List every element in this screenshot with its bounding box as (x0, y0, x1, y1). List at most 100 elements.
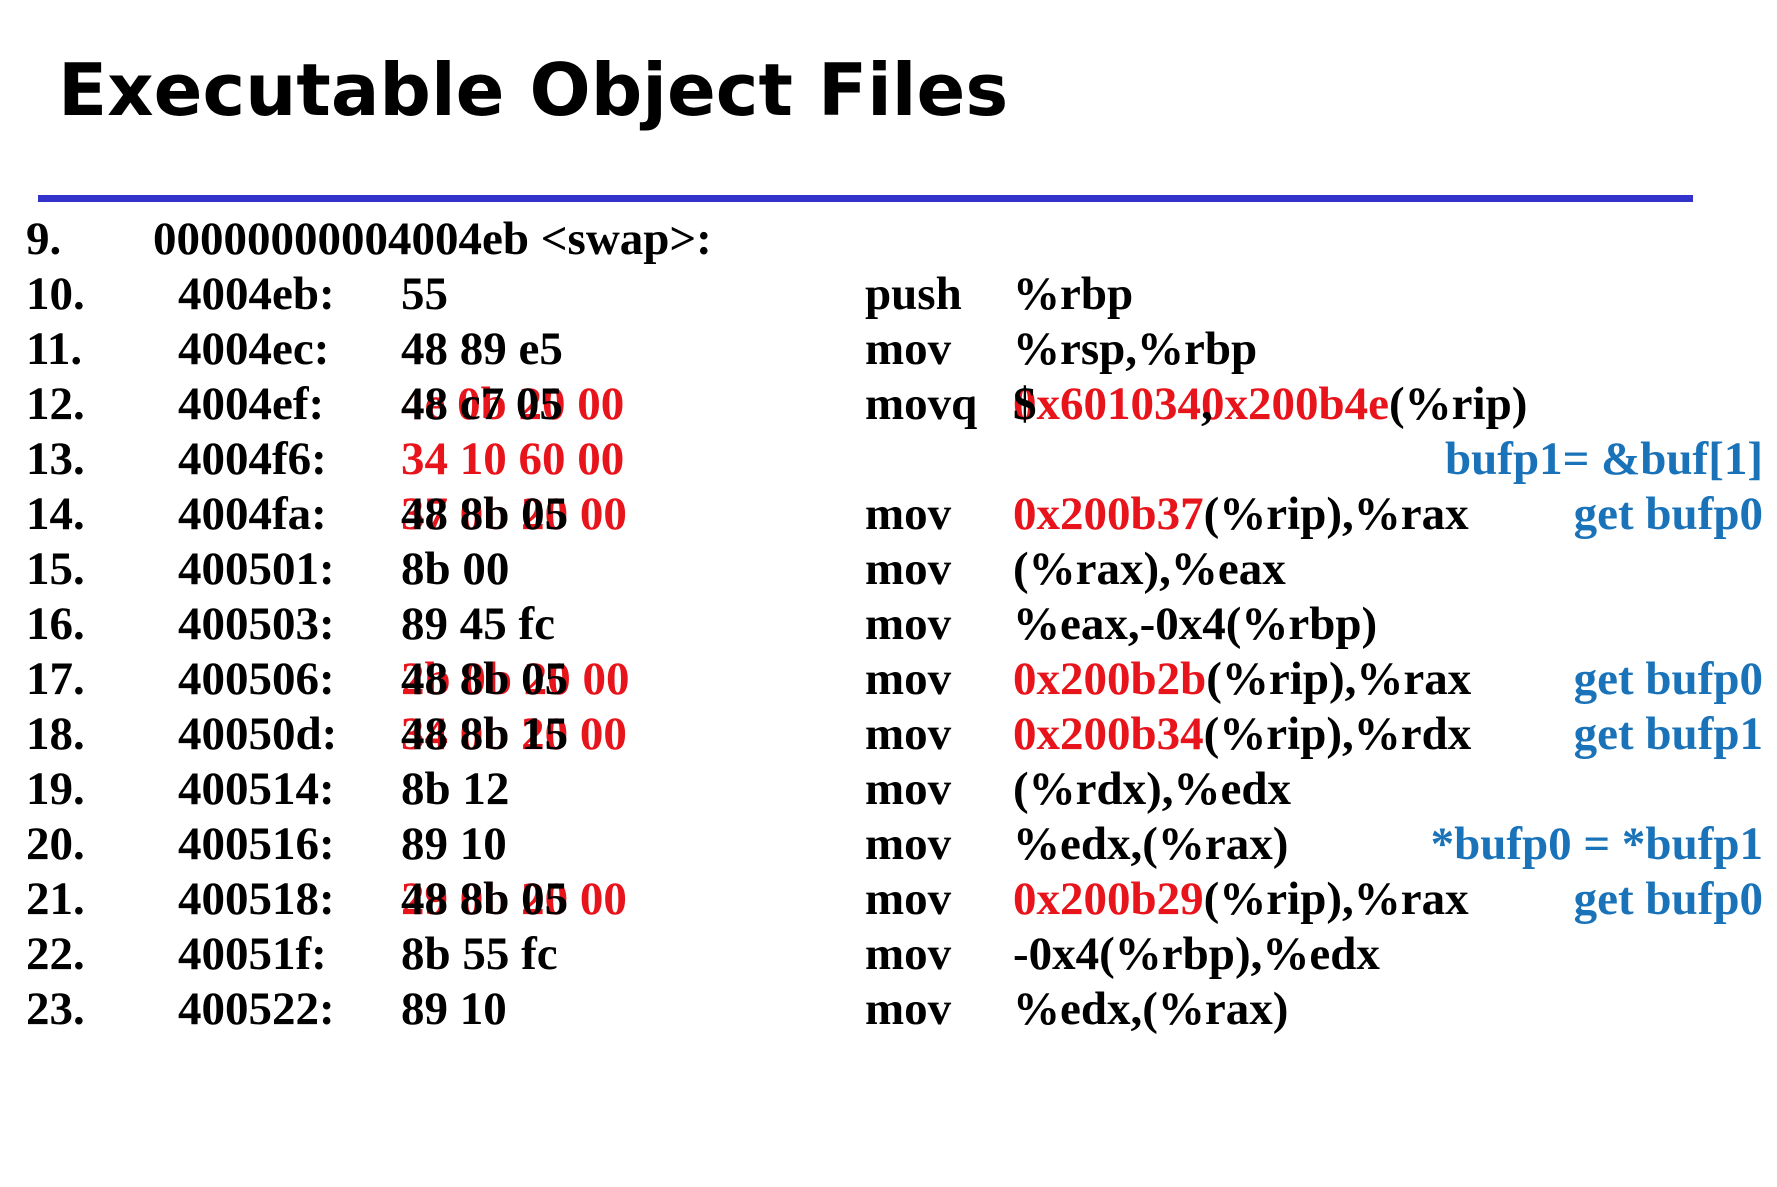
operand-prefix: %rsp,%rbp (1013, 323, 1258, 375)
line-number: 23. (26, 983, 85, 1035)
line-number: 22. (26, 928, 85, 980)
mnemonic: mov (865, 653, 952, 705)
annotation-comment: get bufp0 (1573, 873, 1763, 925)
bytes-relocation: 37 0b 20 00 (401, 488, 627, 540)
slide-title: Executable Object Files (58, 48, 1009, 132)
address: 400503: (178, 598, 335, 650)
bytes-plain: 89 45 fc (401, 598, 556, 650)
mnemonic: mov (865, 708, 952, 760)
annotation-comment: bufp1= &buf[1] (1445, 433, 1763, 485)
bytes-plain: 48 8b 15 (401, 708, 569, 760)
line-number: 9. (26, 213, 62, 265)
address: 4004ec: (178, 323, 330, 375)
mnemonic: mov (865, 928, 952, 980)
address: 400522: (178, 983, 335, 1035)
operand-relocation: 0x601034 (1013, 378, 1201, 430)
machine-code: 48 8b 05 37 0b 20 00 (401, 483, 627, 545)
operand-prefix: %edx,(%rax) (1013, 818, 1289, 870)
operand-suffix: (%rip),%rdx (1203, 708, 1472, 760)
operand-prefix: %edx,(%rax) (1013, 983, 1289, 1035)
listing-line: 17. 400506: 48 8b 05 2b 0b 20 00 mov 0x200b2… (0, 648, 1777, 710)
bytes-relocation: 34 10 60 00 (401, 433, 625, 485)
operand-suffix: (%rip),%rax (1203, 873, 1469, 925)
machine-code: 48 8b 15 34 0b 20 00 (401, 703, 627, 765)
operand-prefix: (%rdx),%edx (1013, 763, 1292, 815)
line-number: 15. (26, 543, 85, 595)
machine-code: 48 c7 05 4e 0b 20 00 (401, 373, 624, 435)
bytes-plain: 8b 55 fc (401, 928, 558, 980)
line-number: 11. (26, 323, 83, 375)
operand-separator: , (1201, 378, 1213, 430)
bytes-plain: 48 8b 05 (401, 873, 569, 925)
mnemonic: mov (865, 543, 952, 595)
address: 4004ef: (178, 378, 325, 430)
function-label: 00000000004004eb <swap>: (153, 213, 712, 265)
bytes-plain: 89 10 (401, 983, 507, 1035)
annotation-comment: get bufp0 (1573, 488, 1763, 540)
mnemonic: mov (865, 763, 952, 815)
line-number: 20. (26, 818, 85, 870)
bytes-relocation: 4e 0b 20 00 (401, 378, 625, 430)
line-number: 10. (26, 268, 85, 320)
bytes-plain: 89 10 (401, 818, 507, 870)
operand-relocation-2: 0x200b4e (1201, 378, 1389, 430)
operand-prefix: %rbp (1013, 268, 1134, 320)
address: 40050d: (178, 708, 338, 760)
operands: $0x601034,0x200b4e(%rip) (1013, 373, 1527, 435)
operands: 0x200b37(%rip),%rax (1013, 483, 1469, 545)
mnemonic: movq (865, 378, 978, 430)
bytes-plain: 48 c7 05 (401, 378, 563, 430)
machine-code: 48 8b 05 29 0b 20 00 (401, 868, 627, 930)
line-number: 18. (26, 708, 85, 760)
bytes-plain: 48 89 e5 (401, 323, 563, 375)
machine-code: 48 8b 05 2b 0b 20 00 (401, 648, 630, 710)
mnemonic: mov (865, 818, 952, 870)
mnemonic: mov (865, 983, 952, 1035)
listing-line: 13. 4004f6: 34 10 60 00 bufp1= &buf[1] (0, 428, 1777, 490)
operand-suffix: (%rip),%rax (1203, 488, 1469, 540)
line-number: 14. (26, 488, 85, 540)
listing-line: 11. 4004ec: 48 89 e5 mov %rsp,%rbp (0, 318, 1777, 380)
address: 4004fa: (178, 488, 327, 540)
operand-suffix: (%rip),%rax (1206, 653, 1472, 705)
machine-code: 34 10 60 00 (401, 428, 624, 490)
address: 400518: (178, 873, 335, 925)
line-number: 17. (26, 653, 85, 705)
line-number: 19. (26, 763, 85, 815)
operand-relocation: 0x200b37 (1013, 488, 1204, 540)
operand-relocation: 0x200b2b (1013, 653, 1207, 705)
operand-relocation: 0x200b29 (1013, 873, 1204, 925)
address: 4004f6: (178, 433, 327, 485)
line-number: 13. (26, 433, 85, 485)
bytes-relocation: 34 0b 20 00 (401, 708, 627, 760)
line-number: 21. (26, 873, 85, 925)
operands: 0x200b2b(%rip),%rax (1013, 648, 1471, 710)
mnemonic: push (865, 268, 962, 320)
operand-relocation: 0x200b34 (1013, 708, 1204, 760)
address: 40051f: (178, 928, 327, 980)
listing-line: 22. 40051f: 8b 55 fc mov -0x4(%rbp),%edx (0, 923, 1777, 985)
bytes-relocation: 29 0b 20 00 (401, 873, 627, 925)
bytes-plain: 8b 12 (401, 763, 510, 815)
listing-header-line: 9. 00000000004004eb <swap>: (0, 208, 1777, 270)
operand-prefix: -0x4(%rbp),%edx (1013, 928, 1380, 980)
title-divider (38, 195, 1693, 202)
bytes-plain: 48 8b 05 (401, 488, 569, 540)
annotation-comment: get bufp1 (1573, 708, 1763, 760)
line-number: 12. (26, 378, 85, 430)
address: 400514: (178, 763, 335, 815)
address: 400506: (178, 653, 335, 705)
bytes-plain: 55 (401, 268, 448, 320)
listing-line: 12. 4004ef: 48 c7 05 4e 0b 20 00 movq $0x601… (0, 373, 1777, 435)
mnemonic: mov (865, 323, 952, 375)
line-number: 16. (26, 598, 85, 650)
bytes-plain: 48 8b 05 (401, 653, 569, 705)
annotation-comment: *bufp0 = *bufp1 (1430, 818, 1763, 870)
operand-prefix: %eax,-0x4(%rbp) (1013, 598, 1378, 650)
bytes-relocation: 2b 0b 20 00 (401, 653, 630, 705)
bytes-plain: 8b 00 (401, 543, 510, 595)
